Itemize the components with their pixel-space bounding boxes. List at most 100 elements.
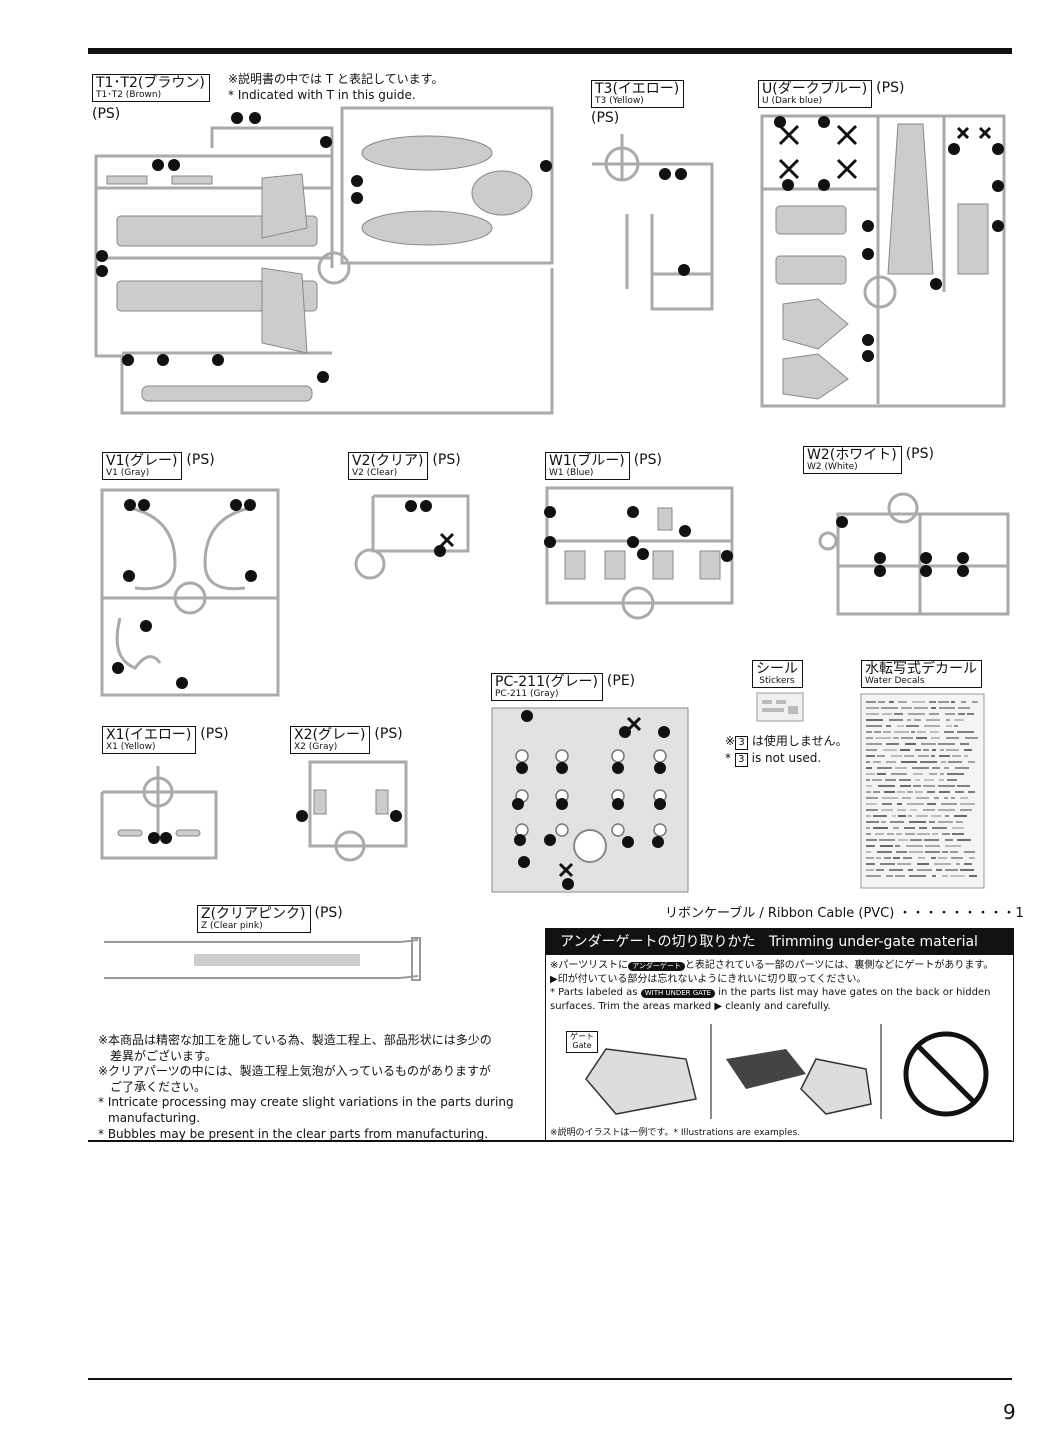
t-note: ※説明書の中では T と表記しています。 * Indicated with T … [228, 72, 443, 103]
decal-mark [866, 839, 877, 841]
runner-material: (PS) [905, 446, 934, 462]
decal-mark [916, 797, 929, 799]
decal-mark [886, 875, 893, 877]
decal-mark [942, 833, 950, 835]
decal-sheet [860, 693, 985, 889]
decal-mark [934, 797, 939, 799]
decal-mark [877, 755, 885, 757]
decal-mark [914, 719, 921, 721]
runner-material: (PS) [633, 452, 662, 468]
decal-mark [879, 839, 895, 841]
runner-t1t2-diagram [94, 106, 554, 415]
decal-mark [957, 731, 974, 733]
decal-mark [932, 875, 936, 877]
decal-mark [944, 767, 949, 769]
runner-name-jp: V1(グレー) [106, 453, 178, 469]
decal-mark [931, 707, 936, 709]
decal-mark [945, 815, 949, 817]
runner-label-w1: W1(ブルー)W1 (Blue) (PS) [545, 452, 662, 480]
decal-mark [907, 719, 911, 721]
decal-mark [897, 803, 902, 805]
decal-mark [881, 821, 886, 823]
runner-name-jp: T1･T2(ブラウン) [96, 75, 205, 91]
decal-mark [944, 731, 954, 733]
decal-mark [899, 779, 911, 781]
runner-name-jp: V2(クリア) [352, 453, 424, 469]
decal-mark [911, 731, 915, 733]
decal-mark [897, 809, 906, 811]
decal-mark [954, 719, 964, 721]
decal-mark [929, 713, 939, 715]
decal-mark [917, 731, 926, 733]
decal-mark [883, 749, 897, 751]
decal-mark [894, 713, 903, 715]
decal-mark [901, 761, 917, 763]
decal-mark [866, 737, 873, 739]
trimming-title-jp: アンダーゲートの切り取りかた [560, 934, 756, 950]
decal-mark [960, 743, 969, 745]
decal-mark [952, 827, 964, 829]
decal-mark [969, 857, 975, 859]
decal-mark [948, 761, 962, 763]
decal-mark [912, 701, 925, 703]
text: ▶印が付いている部分は忘れないようにきれいに切り取ってください。 [550, 973, 867, 985]
page-number: 9 [1003, 1400, 1016, 1424]
decal-mark [954, 725, 958, 727]
decal-mark [931, 857, 936, 859]
runner-label-v2: V2(クリア)V2 (Clear)(PS) [348, 452, 461, 480]
decal-mark [929, 773, 937, 775]
decal-mark [897, 863, 911, 865]
sticker-note-jp: ※3 は使用しません。 [725, 733, 848, 750]
decal-mark [910, 839, 922, 841]
disclaimer-line: * Intricate processing may create slight… [98, 1095, 514, 1110]
runner-name-jp: Z(クリアピンク) [201, 906, 306, 922]
decal-mark [951, 797, 955, 799]
decal-mark [866, 767, 872, 769]
decal-mark [930, 731, 939, 733]
decal-mark [938, 743, 955, 745]
runner-name-jp: PC-211(グレー) [495, 674, 598, 690]
decal-mark [939, 779, 944, 781]
decal-mark [866, 773, 875, 775]
trimming-footer: ※説明のイラストは一例です。* Illustrations are exampl… [550, 1128, 801, 1138]
trimming-panel: アンダーゲートの切り取りかた Trimming under-gate mater… [545, 928, 1014, 1142]
decal-mark [895, 767, 907, 769]
decal-mark [915, 779, 920, 781]
decal-mark [946, 737, 959, 739]
runner-v1-diagram [100, 488, 280, 697]
decal-mark [909, 851, 923, 853]
decal-mark [909, 875, 926, 877]
decal-mark [895, 845, 900, 847]
decal-mark [946, 725, 952, 727]
runner-name-jp: W1(ブルー) [549, 453, 625, 469]
decal-mark [955, 767, 969, 769]
decal-mark [893, 827, 899, 829]
decal-mark [881, 707, 898, 709]
decal-mark [872, 779, 882, 781]
decal-mark [957, 785, 970, 787]
decal-mark [960, 797, 968, 799]
decal-mark [866, 707, 879, 709]
decal-mark [898, 701, 907, 703]
sticker-note-en: * 3 is not used. [725, 750, 848, 767]
runner-name-jp: W2(ホワイト) [807, 447, 897, 463]
decal-mark [884, 791, 895, 793]
decal-mark [945, 713, 955, 715]
decal-mark [942, 851, 948, 853]
decal-mark [927, 803, 936, 805]
decal-mark [886, 725, 891, 727]
decal-mark [945, 869, 958, 871]
runner-name-en: W1 (Blue) [549, 468, 594, 478]
decal-mark [893, 737, 899, 739]
decal-mark [866, 713, 879, 715]
decal-mark [941, 761, 946, 763]
decals-name-en: Water Decals [865, 676, 925, 686]
decal-mark [875, 833, 884, 835]
decal-mark [866, 851, 871, 853]
ribbon-cable-line: リボンケーブル / Ribbon Cable (PVC) ・・・・・・・・・1 [665, 906, 1024, 921]
decal-mark [900, 785, 911, 787]
decal-mark [896, 833, 902, 835]
runner-material: (PS) [314, 905, 343, 921]
decal-mark [866, 701, 876, 703]
